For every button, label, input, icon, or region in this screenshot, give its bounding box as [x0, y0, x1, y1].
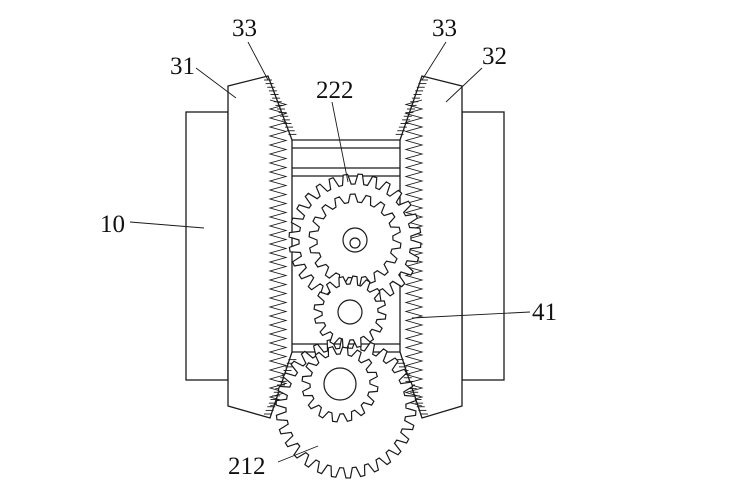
left-housing-block — [185, 111, 229, 381]
label-33-right: 33 — [432, 15, 457, 42]
label-31: 31 — [170, 53, 195, 80]
label-41: 41 — [532, 299, 557, 326]
rack-tooth-profile — [268, 99, 288, 407]
gear-train — [275, 173, 422, 479]
gear-222-axle — [349, 237, 361, 249]
rack-tooth-profile — [404, 99, 424, 407]
leader-lines — [129, 41, 531, 463]
label-10: 10 — [100, 211, 125, 238]
label-212: 212 — [228, 453, 266, 480]
label-33-left: 33 — [232, 15, 257, 42]
gear-41-bore — [337, 299, 363, 325]
label-222: 222 — [316, 77, 354, 104]
gear-212-inner-bore — [323, 367, 357, 401]
right-housing-block — [461, 111, 505, 381]
label-32: 32 — [482, 43, 507, 70]
